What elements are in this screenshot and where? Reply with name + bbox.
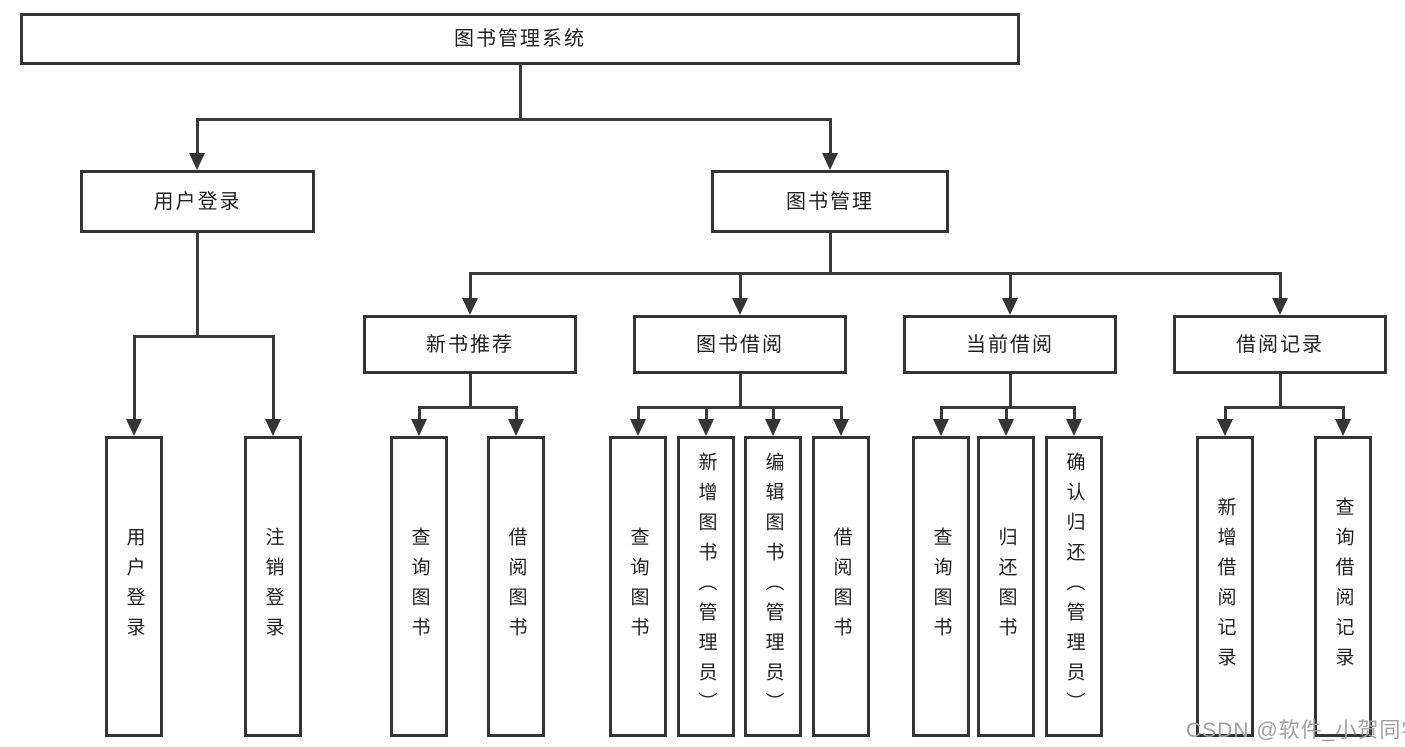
connector-line-drop xyxy=(514,407,518,419)
leaf-borrow-edit-books-admin: 编辑图书（管理员） xyxy=(744,436,802,737)
arrowhead-icon xyxy=(698,419,714,436)
connector-line-drop xyxy=(1341,407,1345,419)
connector-line-drop xyxy=(195,119,199,153)
leaf-user-login: 用户登录 xyxy=(105,436,163,737)
leaf-user-login-label: 用户登录 xyxy=(123,526,145,647)
arrowhead-icon xyxy=(189,153,205,170)
connector-line-drop xyxy=(1008,273,1012,298)
watermark: CSDN @软件_小贺同学 xyxy=(1186,719,1405,742)
arrowhead-icon xyxy=(630,419,646,436)
connector-line-drop xyxy=(468,273,472,298)
node-book-borrow-label: 图书借阅 xyxy=(696,333,784,356)
connector-line-drop xyxy=(704,407,708,419)
leaf-borrow-query-books: 查询图书 xyxy=(609,436,667,737)
leaf-logout-login: 注销登录 xyxy=(244,436,302,737)
connector-line-drop xyxy=(1223,407,1227,419)
arrowhead-icon xyxy=(933,419,949,436)
arrowhead-icon xyxy=(508,419,524,436)
connector-line-drop xyxy=(939,407,943,419)
node-current-borrow: 当前借阅 xyxy=(903,315,1117,374)
leaf-current-query-books-label: 查询图书 xyxy=(930,526,952,647)
leaf-current-confirm-return-admin: 确认归还（管理员） xyxy=(1045,436,1103,737)
arrowhead-icon xyxy=(833,419,849,436)
arrowhead-icon xyxy=(998,419,1014,436)
connector-line-vertical xyxy=(468,374,472,407)
leaf-newbook-query-books-label: 查询图书 xyxy=(408,526,430,647)
connector-line-vertical xyxy=(738,374,742,407)
leaf-borrow-borrow-books: 借阅图书 xyxy=(812,436,870,737)
connector-line-drop xyxy=(417,407,421,419)
connector-line-horizontal xyxy=(132,334,275,338)
node-borrow-records-label: 借阅记录 xyxy=(1236,333,1324,356)
node-borrow-records: 借阅记录 xyxy=(1173,315,1387,374)
node-root: 图书管理系统 xyxy=(20,13,1020,65)
arrowhead-icon xyxy=(1066,419,1082,436)
leaf-records-query-record: 查询借阅记录 xyxy=(1314,436,1372,737)
arrowhead-icon xyxy=(126,419,142,436)
connector-line-vertical xyxy=(518,65,522,119)
connector-line-drop xyxy=(828,119,832,153)
arrowhead-icon xyxy=(462,298,478,315)
connector-line-drop xyxy=(1278,273,1282,298)
connector-line-vertical xyxy=(1278,374,1282,407)
node-book-management: 图书管理 xyxy=(711,170,949,233)
node-current-borrow-label: 当前借阅 xyxy=(966,333,1054,356)
connector-line-horizontal xyxy=(468,271,1282,275)
leaf-logout-login-label: 注销登录 xyxy=(262,526,284,647)
node-new-book-recommend-label: 新书推荐 xyxy=(426,333,514,356)
connector-line-horizontal xyxy=(636,405,843,409)
arrowhead-icon xyxy=(732,298,748,315)
connector-line-drop xyxy=(738,273,742,298)
leaf-borrow-edit-books-admin-label: 编辑图书（管理员） xyxy=(762,451,784,722)
node-book-borrow: 图书借阅 xyxy=(633,315,847,374)
arrowhead-icon xyxy=(822,153,838,170)
connector-line-drop xyxy=(636,407,640,419)
connector-line-vertical xyxy=(828,233,832,273)
connector-line-vertical xyxy=(195,233,199,336)
leaf-records-add-record-label: 新增借阅记录 xyxy=(1214,496,1236,677)
connector-line-drop xyxy=(771,407,775,419)
leaf-current-confirm-return-admin-label: 确认归还（管理员） xyxy=(1063,451,1085,722)
arrowhead-icon xyxy=(765,419,781,436)
connector-line-horizontal xyxy=(195,117,832,121)
connector-line-drop xyxy=(1072,407,1076,419)
leaf-newbook-borrow-books: 借阅图书 xyxy=(487,436,545,737)
leaf-borrow-borrow-books-label: 借阅图书 xyxy=(830,526,852,647)
node-user-login-label: 用户登录 xyxy=(153,190,242,213)
leaf-borrow-add-books-admin: 新增图书（管理员） xyxy=(677,436,735,737)
leaf-current-query-books: 查询图书 xyxy=(912,436,970,737)
arrowhead-icon xyxy=(1002,298,1018,315)
connector-line-drop xyxy=(132,336,136,419)
leaf-newbook-query-books: 查询图书 xyxy=(390,436,448,737)
connector-line-drop xyxy=(839,407,843,419)
connector-line-drop xyxy=(271,336,275,419)
leaf-records-query-record-label: 查询借阅记录 xyxy=(1332,496,1354,677)
connector-line-horizontal xyxy=(1223,405,1345,409)
connector-line-horizontal xyxy=(939,405,1076,409)
leaf-current-return-books-label: 归还图书 xyxy=(995,526,1017,647)
arrowhead-icon xyxy=(1217,419,1233,436)
connector-line-vertical xyxy=(1008,374,1012,407)
connector-line-horizontal xyxy=(417,405,518,409)
connector-line-drop xyxy=(1004,407,1008,419)
arrowhead-icon xyxy=(411,419,427,436)
leaf-current-return-books: 归还图书 xyxy=(977,436,1035,737)
node-book-management-label: 图书管理 xyxy=(786,190,874,213)
leaf-records-add-record: 新增借阅记录 xyxy=(1196,436,1254,737)
leaf-newbook-borrow-books-label: 借阅图书 xyxy=(505,526,527,647)
node-new-book-recommend: 新书推荐 xyxy=(363,315,577,374)
arrowhead-icon xyxy=(265,419,281,436)
node-root-label: 图书管理系统 xyxy=(454,28,586,50)
node-user-login: 用户登录 xyxy=(80,170,315,233)
arrowhead-icon xyxy=(1335,419,1351,436)
arrowhead-icon xyxy=(1272,298,1288,315)
leaf-borrow-query-books-label: 查询图书 xyxy=(627,526,649,647)
leaf-borrow-add-books-admin-label: 新增图书（管理员） xyxy=(695,451,717,722)
